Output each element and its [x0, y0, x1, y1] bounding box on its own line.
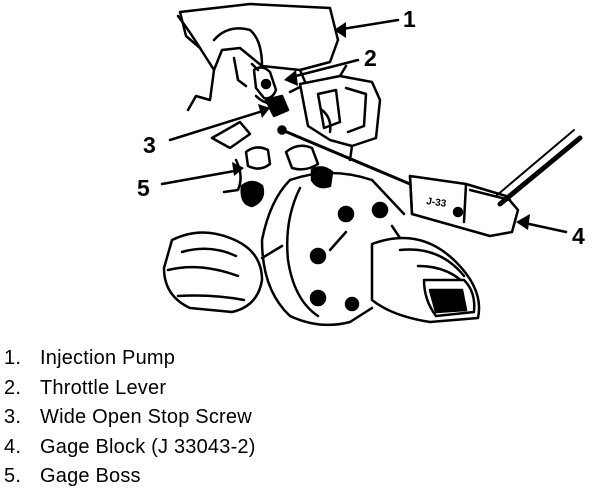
legend-number: 2.: [4, 376, 22, 399]
callout-5: 5: [137, 175, 150, 201]
gage-block: [408, 129, 583, 238]
legend-item-gage-block: 4. Gage Block (J 33043-2): [4, 433, 256, 463]
gage-rod: [280, 128, 412, 186]
legend-label: Wide Open Stop Screw: [40, 406, 252, 428]
gage-block-marking: J-33: [426, 196, 448, 210]
arrowhead-1: [334, 22, 346, 38]
legend-item-gage-boss: 5. Gage Boss: [4, 462, 256, 492]
legend-label: Throttle Lever: [40, 376, 167, 399]
pump-drive-hub: [370, 236, 481, 324]
leader-2: [286, 58, 360, 80]
leader-3: [168, 108, 268, 142]
legend-label: Gage Boss: [40, 465, 141, 487]
wide-open-stop-screw: [210, 94, 290, 150]
arrowhead-2: [284, 70, 298, 86]
callout-1: 1: [403, 6, 416, 32]
legend-number: 1.: [4, 347, 22, 369]
linkage-assembly: [298, 64, 382, 162]
pump-body: [260, 171, 406, 327]
leader-lines: [160, 18, 568, 234]
parts-legend: 1. Injection Pump 2. Throttle Lever 3. Wide…: [4, 344, 256, 492]
leader-1: [334, 18, 400, 32]
legend-item-injection-pump: 1. Injection Pump: [4, 344, 256, 374]
legend-item-wide-open-stop-screw: 3. Wide Open Stop Screw: [4, 403, 256, 433]
pump-drawing: J-33 1 2 3 5 4: [137, 2, 585, 327]
pump-illustration: J-33 1 2 3 5 4: [137, 2, 585, 327]
leader-arrowheads: [232, 22, 530, 230]
legend-number: 3.: [4, 406, 22, 428]
arrowhead-3: [258, 104, 270, 118]
legend-item-throttle-lever: 2. Throttle Lever: [4, 374, 256, 404]
arrowhead-4: [516, 214, 530, 230]
callout-4: 4: [572, 223, 585, 249]
legend-number: 5.: [4, 465, 22, 487]
legend-label: Gage Block (J 33043-2): [40, 435, 256, 458]
callout-2: 2: [364, 45, 377, 71]
leader-5: [160, 168, 242, 186]
pump-top-housing: [176, 2, 340, 112]
legend-number: 4.: [4, 435, 22, 458]
legend-label: Injection Pump: [40, 347, 176, 369]
arrowhead-5: [232, 162, 244, 176]
lower-housing: [162, 231, 284, 314]
callout-3: 3: [143, 132, 156, 158]
